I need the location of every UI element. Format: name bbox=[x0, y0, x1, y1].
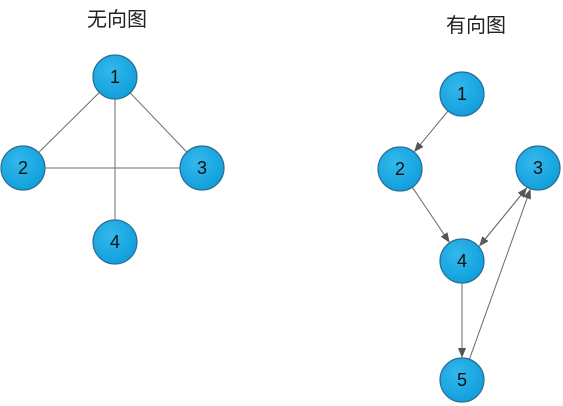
directed-node-2: 2 bbox=[377, 146, 423, 192]
directed-node-3-label: 3 bbox=[533, 158, 543, 178]
directed-graph-edges bbox=[411, 110, 531, 360]
directed-edge-1-2 bbox=[414, 110, 449, 153]
directed-node-1-label: 1 bbox=[457, 84, 467, 104]
undirected-node-4-label: 4 bbox=[110, 232, 120, 252]
undirected-graph-edges bbox=[22, 76, 203, 242]
undirected-node-3: 3 bbox=[179, 145, 225, 191]
undirected-node-2: 2 bbox=[0, 145, 46, 191]
directed-node-4-label: 4 bbox=[457, 251, 467, 271]
directed-node-4: 4 bbox=[439, 238, 485, 284]
undirected-node-1-label: 1 bbox=[110, 67, 120, 87]
directed-edge-2-4 bbox=[411, 186, 450, 243]
directed-edge-5-3 bbox=[468, 188, 531, 360]
undirected-graph-title: 无向图 bbox=[87, 7, 147, 31]
directed-edge-4-3 bbox=[478, 187, 528, 247]
directed-node-3: 3 bbox=[515, 145, 561, 191]
directed-graph-title: 有向图 bbox=[446, 13, 506, 37]
undirected-node-2-label: 2 bbox=[18, 158, 28, 178]
directed-graph-nodes: 1 2 3 4 5 bbox=[377, 71, 561, 403]
directed-node-5: 5 bbox=[439, 357, 485, 403]
directed-node-5-label: 5 bbox=[457, 370, 467, 390]
directed-node-2-label: 2 bbox=[395, 159, 405, 179]
directed-node-1: 1 bbox=[439, 71, 485, 117]
undirected-graph-nodes: 1 2 3 4 bbox=[0, 54, 225, 265]
undirected-graph: 无向图 1 2 3 4 bbox=[0, 7, 225, 265]
undirected-node-3-label: 3 bbox=[197, 158, 207, 178]
undirected-node-1: 1 bbox=[92, 54, 138, 100]
directed-graph: 有向图 1 2 3 4 5 bbox=[377, 13, 561, 403]
undirected-node-4: 4 bbox=[92, 219, 138, 265]
